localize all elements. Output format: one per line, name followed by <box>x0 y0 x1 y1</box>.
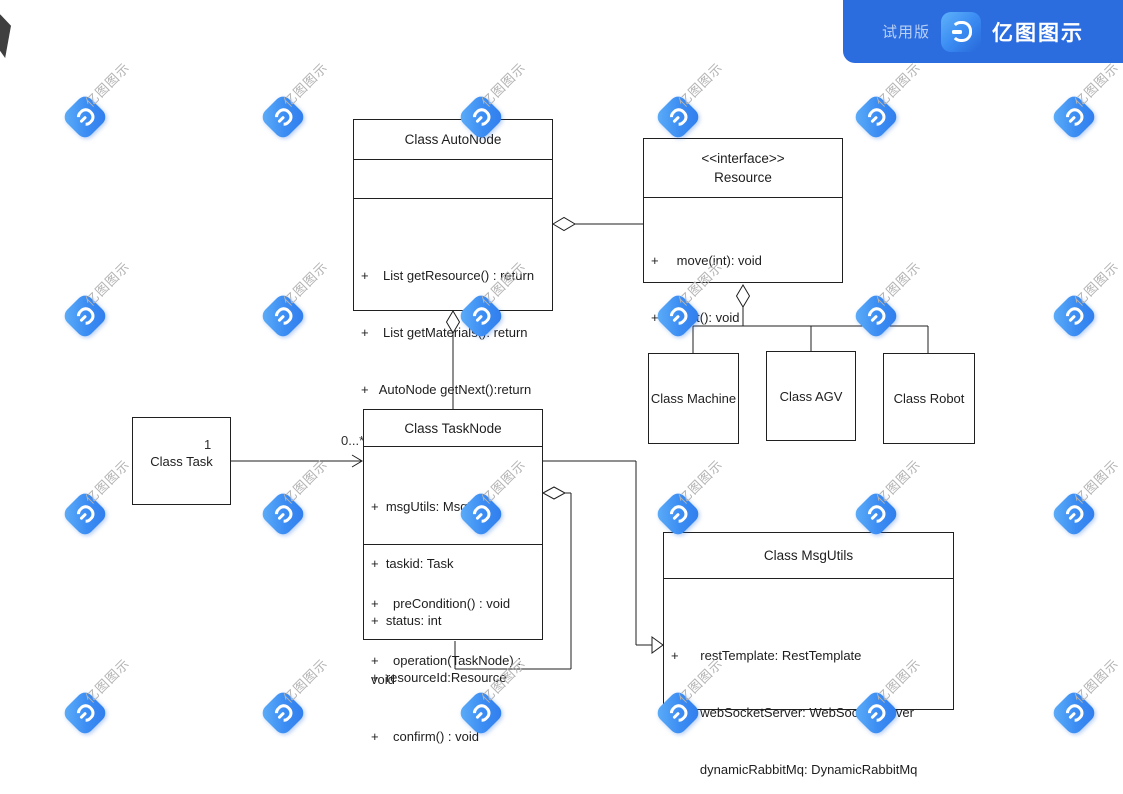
brand-name-label: 亿图图示 <box>992 21 1084 45</box>
multiplicity-source: 1 <box>204 437 212 452</box>
edge-autonode-to-resource[interactable] <box>552 216 643 232</box>
edge-autonode-to-tasknode[interactable] <box>445 310 461 409</box>
edge-task-to-tasknode[interactable] <box>231 454 363 468</box>
class-title: Class Robot <box>893 391 965 406</box>
edge-tasknode-self[interactable] <box>454 486 572 670</box>
edraw-logo-glyph <box>950 21 972 42</box>
fields-compartment-empty <box>354 159 552 198</box>
edraw-logo-icon <box>941 11 981 52</box>
edge-tasknode-to-msgutils[interactable] <box>543 460 664 654</box>
class-box-machine[interactable]: Class Machine <box>648 353 739 444</box>
method-line: + confirm() : void <box>371 729 479 744</box>
class-box-tasknode[interactable]: Class TaskNode + msgUtils: MsgUtils + ta… <box>363 409 543 744</box>
class-title: Class AGV <box>779 388 843 404</box>
method-line: + operation(TaskNode) : void <box>371 653 521 687</box>
class-title: Class Machine <box>650 391 737 406</box>
class-box-robot[interactable]: Class Robot <box>883 353 975 444</box>
trial-banner[interactable]: 试用版 亿图图示 <box>843 0 1123 63</box>
class-box-agv[interactable]: Class AGV <box>766 351 856 441</box>
fields-compartment: + restTemplate: RestTemplate + webSocket… <box>664 578 953 777</box>
class-box-msgutils[interactable]: Class MsgUtils + restTemplate: RestTempl… <box>663 532 954 777</box>
field-line: + status: int <box>371 613 442 628</box>
stereotype-label: <<interface>> <box>701 151 785 166</box>
class-title: Class MsgUtils <box>763 548 854 563</box>
multiplicity-target: 0...* <box>341 433 365 448</box>
interface-box-resource[interactable]: <<interface>> Resource + move(int): void… <box>643 138 843 325</box>
field-line: + taskid: Task <box>371 556 454 571</box>
methods-compartment: + preCondition() : void + operation(Task… <box>364 544 542 744</box>
trial-version-label: 试用版 <box>881 24 930 41</box>
class-title: Class AutoNode <box>404 132 502 147</box>
fields-compartment: + msgUtils: MsgUtils + taskid: Task + st… <box>364 446 542 685</box>
class-title: Resource <box>714 170 772 185</box>
field-line: + restTemplate: RestTemplate <box>671 648 862 663</box>
class-box-task[interactable]: Class Task <box>132 417 231 505</box>
method-line: + wait(): void <box>651 310 740 325</box>
interface-title: <<interface>> Resource <box>644 139 842 197</box>
class-box-autonode[interactable]: Class AutoNode + List getResource() : re… <box>353 119 553 397</box>
field-line: + resourceId:Resource <box>371 670 507 685</box>
method-line: + move(int): void <box>651 253 762 268</box>
class-title: Class Task <box>150 453 213 469</box>
method-line: + preCondition() : void <box>371 596 511 611</box>
method-line: + List getMaterials(): return <box>361 325 528 340</box>
methods-compartment: + List getResource() : return + List get… <box>354 198 552 397</box>
methods-compartment: + move(int): void + wait(): void <box>644 197 842 325</box>
field-line: + webSocketServer: WebSocketServer <box>671 705 914 720</box>
field-line: dynamicRabbitMq: DynamicRabbitMq <box>671 762 918 777</box>
corner-watermark-fragment <box>0 12 11 58</box>
method-line: + List getResource() : return <box>361 268 535 283</box>
field-line: + msgUtils: MsgUtils <box>371 499 493 514</box>
class-title: Class TaskNode <box>404 420 502 436</box>
method-line: + AutoNode getNext():return <box>361 382 532 397</box>
